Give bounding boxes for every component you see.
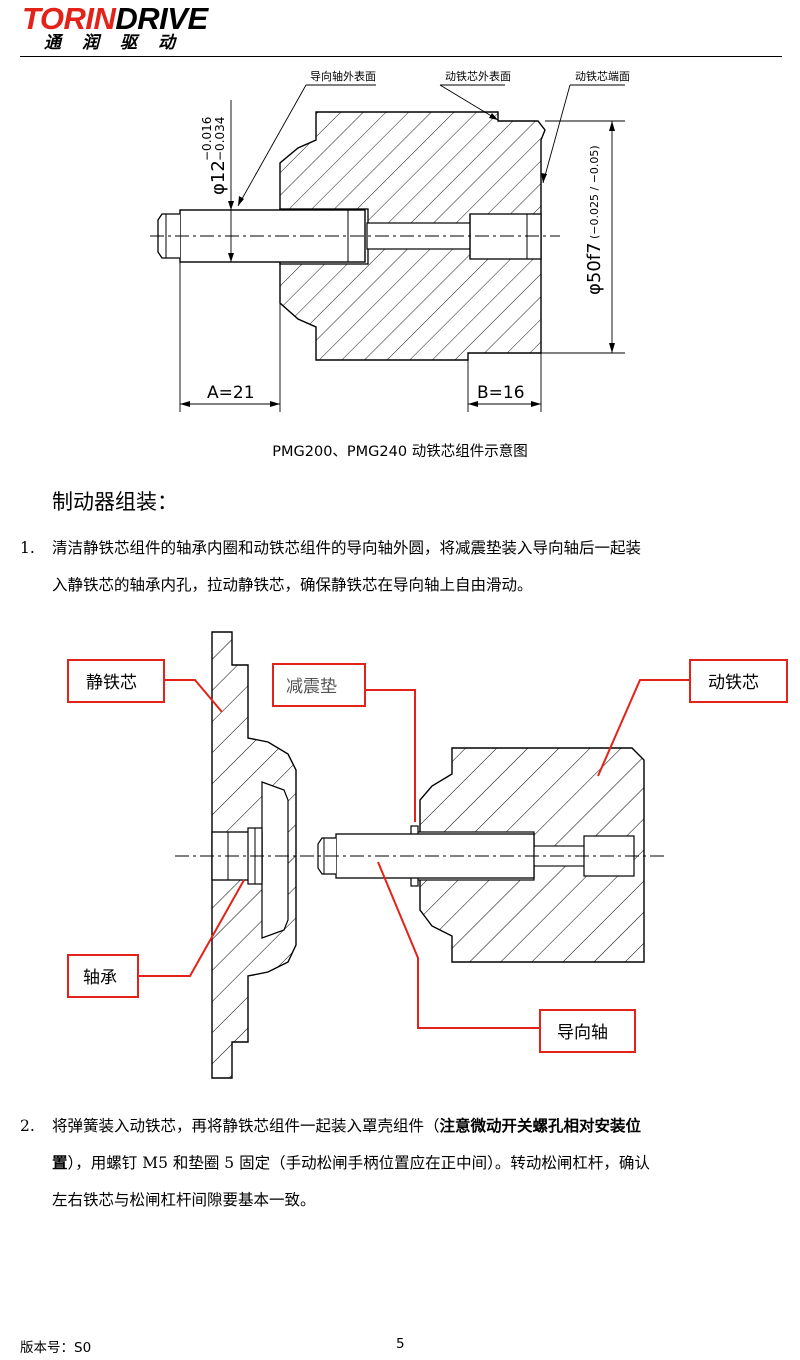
step-2: 2. 将弹簧装入动铁芯，再将静铁芯组件一起装入罩壳组件（注意微动开关螺孔相对安装… [20,1108,785,1219]
label-armature-end-face: 动铁芯端面 [575,69,630,83]
dim-core-diameter: φ50f7 [584,242,605,295]
logo-part-drive: DRIVE [115,1,208,36]
step-2-note-part-1: 注意微动开关螺孔相对安装位 [439,1117,642,1135]
figure-caption: PMG200、PMG240 动铁芯组件示意图 [272,444,528,460]
dim-shaft-diameter: φ12 [208,160,229,195]
step-1-line-1: 清洁静铁芯组件的轴承内圈和动铁芯组件的导向轴外圆，将减震垫装入导向轴后一起装 [52,539,642,557]
label-damper: 减震垫 [286,677,337,697]
dim-a: A=21 [207,383,255,403]
dim-shaft-tol-upper: −0.016 [200,117,214,161]
label-armature-outer-surface: 动铁芯外表面 [445,69,511,83]
version-number: 版本号：S0 [20,1340,92,1356]
callout-box-guide-shaft [539,1009,636,1053]
header-rule [20,56,782,57]
logo-part-torin: TORIN [22,1,116,36]
section-heading: 制动器组装： [52,490,178,514]
label-guide-shaft: 导向轴 [557,1023,608,1043]
page-number: 5 [396,1336,405,1352]
step-1: 1. 清洁静铁芯组件的轴承内圈和动铁芯组件的导向轴外圆，将减震垫装入导向轴后一起… [20,530,785,604]
step-1-line-2: 入静铁芯的轴承内孔，拉动静铁芯，确保静铁芯在导向轴上自由滑动。 [52,576,533,594]
brand-logo: TORINDRIVE [22,2,208,36]
dim-core-tolerance: (−0.025 / −0.05) [588,145,601,239]
brake-assembly-drawing: 静铁芯 减震垫 动铁芯 轴承 导向轴 [67,631,788,1079]
step-2-line-3: 左右铁芯与松闸杠杆间隙要基本一致。 [52,1191,316,1209]
step-2-number: 2. [20,1117,35,1135]
armature-assembly-drawing: 导向轴外表面 动铁芯外表面 动铁芯端面 φ12 −0.016 −0.034 φ5… [150,69,630,412]
step-2-line-2: ），用螺钉 M5 和垫圈 5 固定（手动松闸手柄位置应在正中间）。转动松闸杠杆，… [67,1154,650,1172]
step-2-line-1: 将弹簧装入动铁芯，再将静铁芯组件一起装入罩壳组件（ [52,1117,440,1135]
callout-box-damper [272,663,366,707]
step-1-number: 1. [20,539,35,557]
label-guide-shaft-surface: 导向轴外表面 [310,69,376,83]
label-armature: 动铁芯 [708,673,759,693]
dim-shaft-tol-lower: −0.034 [213,117,227,161]
dim-b: B=16 [477,383,525,403]
step-2-note-part-2: 置 [52,1154,68,1172]
label-static-core: 静铁芯 [86,673,137,693]
label-bearing: 轴承 [83,968,117,988]
logo-chinese-name: 通润驱动 [44,33,196,53]
